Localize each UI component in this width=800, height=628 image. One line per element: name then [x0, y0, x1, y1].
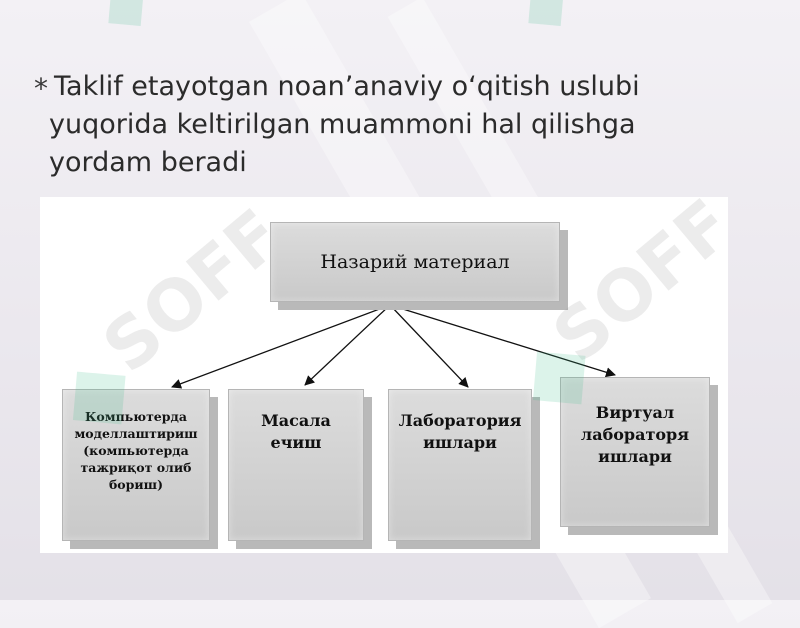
child-node-box: Лаборатория ишлари [388, 389, 532, 541]
bullet-star-icon: * [34, 72, 48, 105]
bullet-line: yordam beradi [49, 147, 247, 178]
child-node-label: (компьютерда [83, 443, 189, 458]
child-node-label: моделлаштириш [74, 426, 198, 441]
diagram-image: Назарий материал Компьютерда моделлаштир… [40, 197, 728, 553]
arrow-to-box-1 [171, 304, 391, 389]
bullet-line: yuqorida keltirilgan muammoni hal qilish… [49, 109, 636, 140]
child-node-label: ишлари [423, 433, 497, 452]
child-node-box: Компьютерда моделлаштириш (компьютерда т… [62, 389, 210, 541]
watermark-leaf-icon: ◆ [502, 0, 584, 47]
arrow-to-box-4 [389, 304, 616, 378]
child-node-box: Масала ечиш [228, 389, 364, 541]
child-node-label: ечиш [270, 433, 322, 452]
root-node-label: Назарий материал [320, 251, 510, 273]
child-node-label: Виртуал [595, 403, 675, 422]
child-node-label: бориш) [108, 477, 164, 492]
child-node-label: лабораторя [580, 425, 690, 444]
bullet-paragraph: * Taklif etayotgan noan’anaviy o‘qitish … [34, 68, 714, 182]
arrow-to-box-3 [389, 304, 469, 388]
child-node-label: Лаборатория [398, 411, 522, 430]
child-node-label: Масала [261, 411, 331, 430]
arrow-to-box-2 [304, 304, 391, 386]
child-node-label: Компьютерда [85, 409, 187, 424]
watermark-leaf-icon: ◆ [82, 0, 164, 47]
root-node-box: Назарий материал [270, 222, 560, 302]
child-node-box: Виртуал лабораторя ишлари [560, 377, 710, 527]
bullet-line: Taklif etayotgan noan’anaviy o‘qitish us… [54, 71, 640, 102]
child-node-label: ишлари [598, 447, 672, 466]
child-node-label: тажриқот олиб [80, 460, 192, 475]
